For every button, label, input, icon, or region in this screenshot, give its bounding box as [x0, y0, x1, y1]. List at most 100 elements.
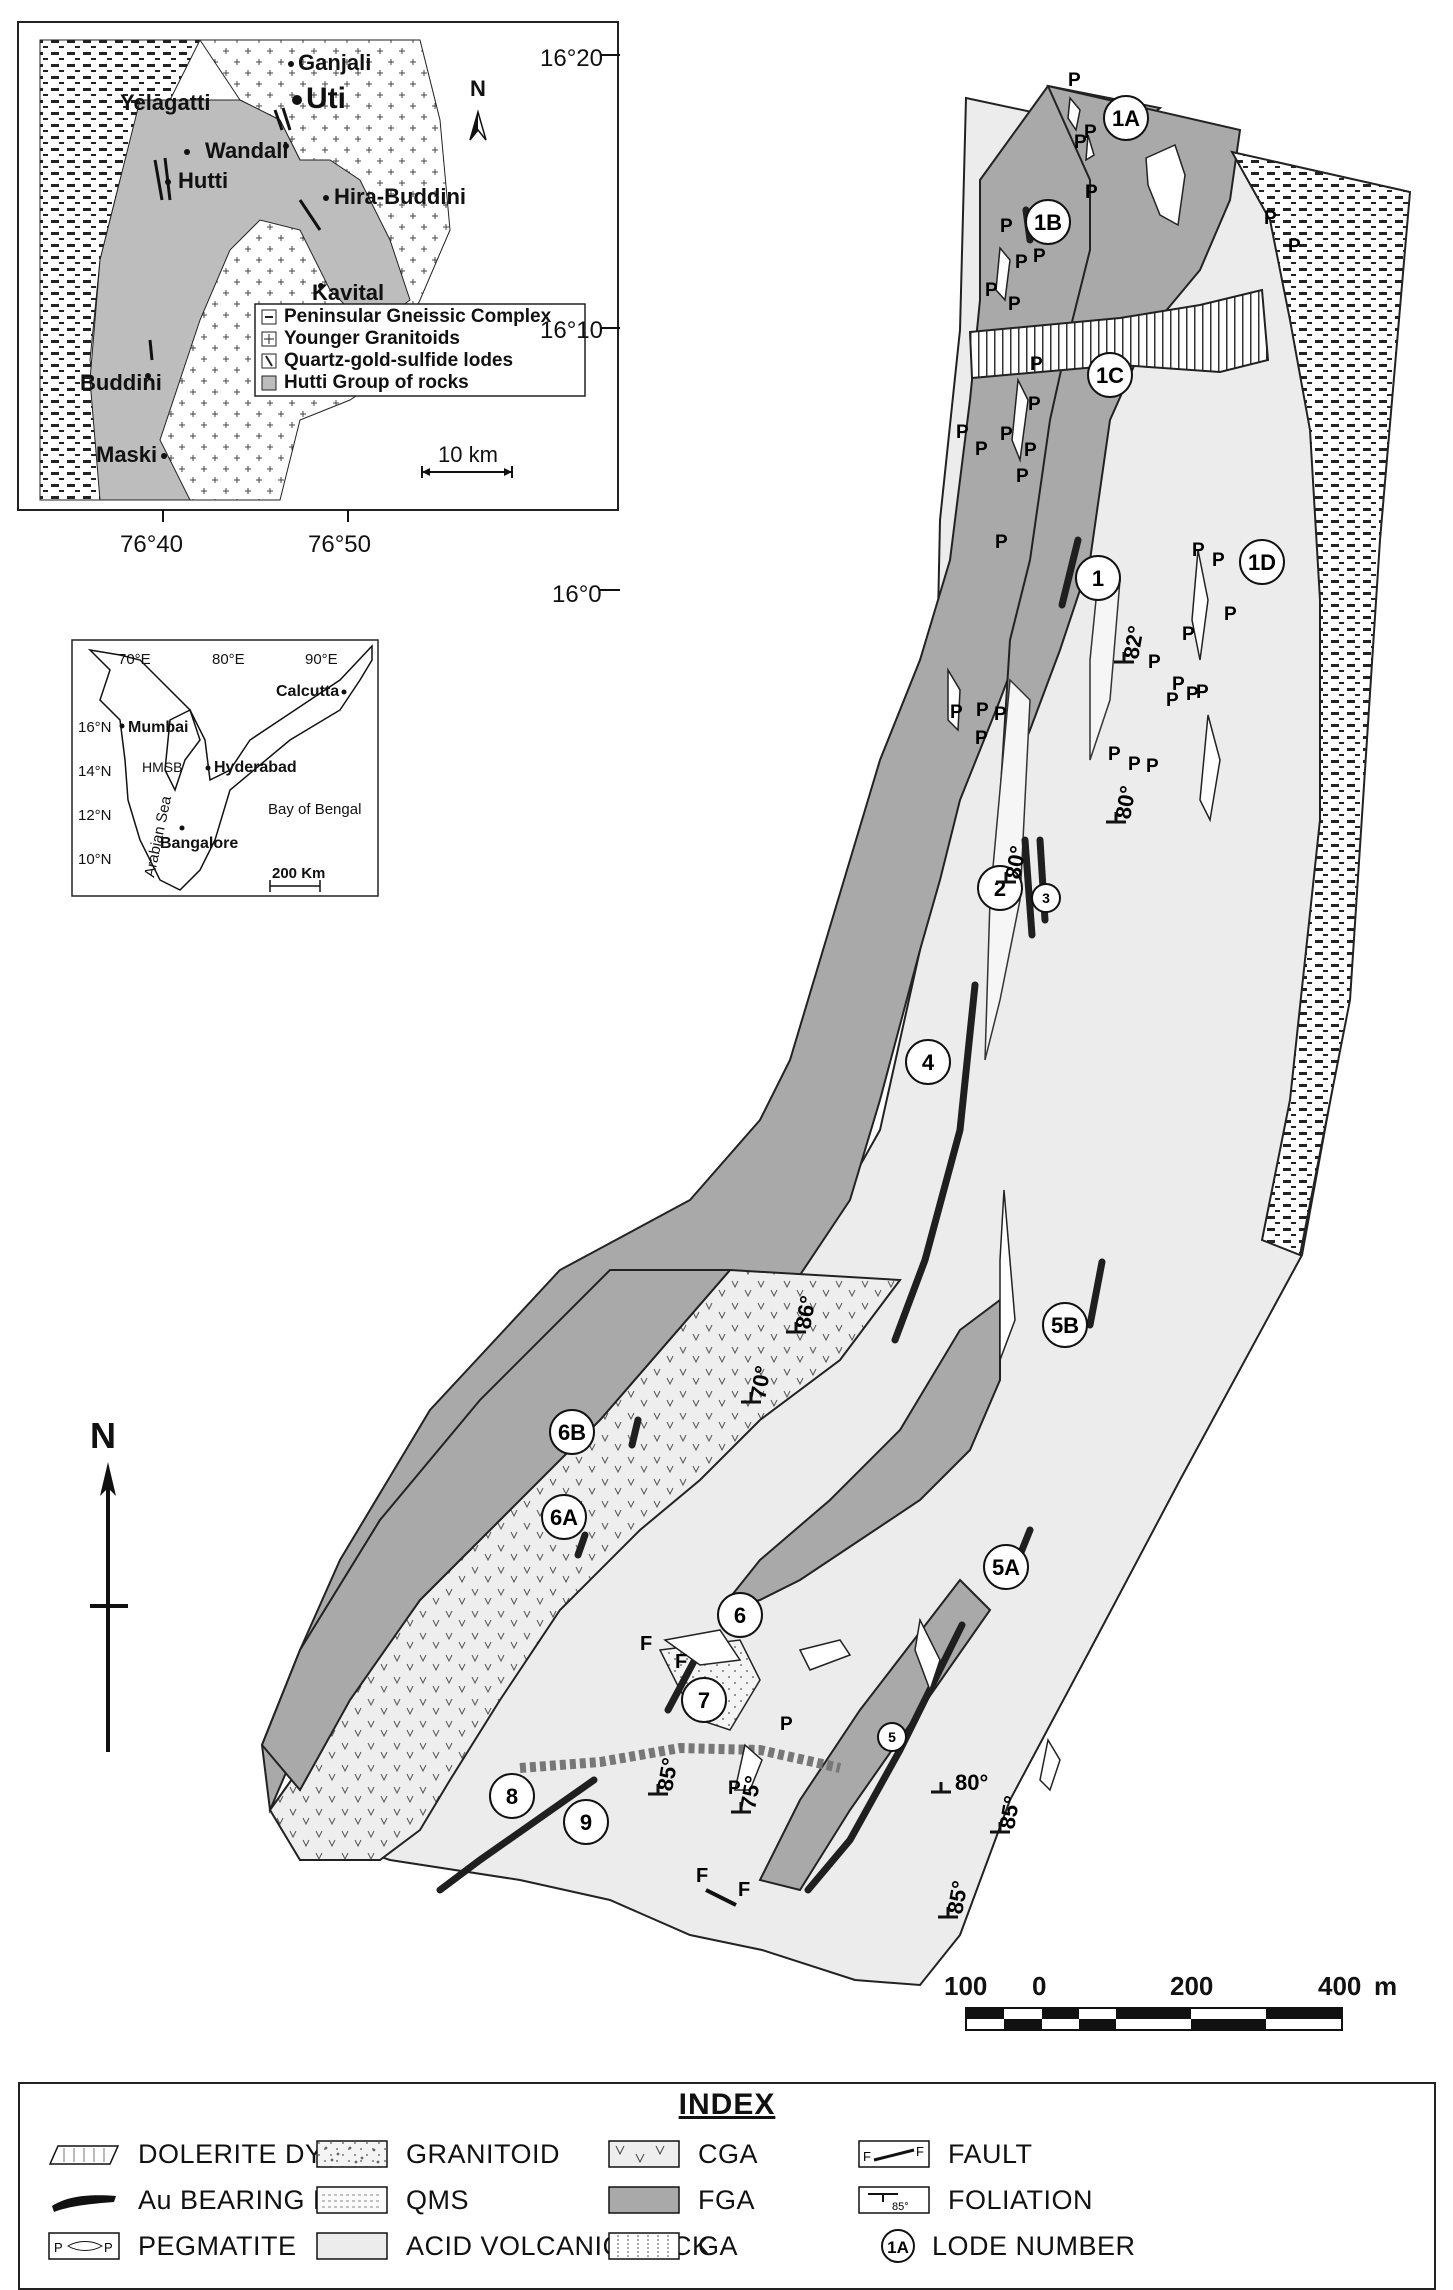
svg-text:F: F — [916, 2144, 924, 2159]
map-annotations: 82°80°80°86°70°85°75°80°85°85°PPPPPPPPPP… — [640, 70, 1301, 1919]
foliation-symbol — [1106, 812, 1126, 824]
legend-granitoid: GRANITOID — [316, 2134, 560, 2174]
pegmatite-marker: P — [1074, 132, 1087, 153]
svg-text:1C: 1C — [1096, 363, 1124, 388]
cga-icon — [608, 2140, 680, 2168]
lode-number-1A: 1A — [1103, 95, 1149, 141]
foliation-symbol — [741, 1392, 761, 1404]
foliation-symbol — [648, 1784, 668, 1796]
svg-text:Bangalore: Bangalore — [160, 835, 238, 852]
svg-text:1: 1 — [1092, 566, 1104, 591]
lode-number-5: 5 — [877, 1722, 907, 1752]
svg-text:7: 7 — [698, 1688, 710, 1713]
fga-icon — [608, 2186, 680, 2214]
place-maski: Maski — [96, 442, 157, 467]
foliation-symbol — [996, 872, 1016, 884]
lode-number-3: 3 — [1031, 883, 1061, 913]
svg-text:16°0: 16°0 — [552, 581, 602, 608]
lat-labels: 16°20 16°10 16°0 — [540, 45, 620, 608]
fault-marker: F — [696, 1865, 708, 1887]
au-lode-icon — [52, 2195, 116, 2212]
scale-bar-segment — [1042, 2008, 1079, 2019]
place-kavital: Kavital — [312, 280, 384, 305]
granitoid-icon — [316, 2140, 388, 2168]
pegmatite-marker: P — [1028, 394, 1041, 415]
svg-text:HMSB: HMSB — [142, 759, 182, 775]
lode-number-1: 1 — [1075, 555, 1121, 601]
svg-text:1D: 1D — [1248, 550, 1276, 575]
dolerite-dyke-crossing — [519, 1742, 842, 1773]
pegmatite-marker: P — [1085, 182, 1098, 203]
hmsb-region — [164, 708, 201, 792]
dolerite-dyke-band — [968, 288, 1270, 380]
svg-text:m: m — [1374, 1971, 1397, 2001]
pegmatite-marker: P — [1108, 744, 1121, 765]
svg-text:200: 200 — [1170, 1971, 1213, 2001]
main-map — [260, 84, 1412, 1987]
legend-lodes: Quartz-gold-sulfide lodes — [284, 350, 513, 371]
fault-line — [705, 1888, 737, 1907]
pegmatite-marker: P — [1015, 252, 1028, 273]
pegmatite-marker: P — [975, 728, 988, 749]
svg-text:16°N: 16°N — [78, 719, 112, 736]
fault-marker: F — [640, 1633, 652, 1655]
svg-text:0: 0 — [1032, 1971, 1046, 2001]
svg-text:1A: 1A — [887, 2238, 909, 2257]
svg-text:6: 6 — [734, 1603, 746, 1628]
svg-text:16°20: 16°20 — [540, 45, 603, 72]
lode-number-6: 6 — [717, 1592, 763, 1638]
acid-volcanic-unit — [268, 96, 1410, 1987]
inset-north-arrow: N — [469, 76, 487, 141]
main-scale-bar: 100 0 200 400 m — [944, 1971, 1397, 2031]
pegmatite-marker: P — [1186, 684, 1199, 705]
foliation-icon: 85° — [858, 2186, 930, 2214]
svg-text:80°E: 80°E — [212, 651, 245, 668]
svg-text:1B: 1B — [1034, 210, 1062, 235]
pegmatite-marker: P — [1084, 122, 1097, 143]
lode-number-6A: 6A — [541, 1494, 587, 1540]
svg-text:Mumbai: Mumbai — [128, 719, 188, 736]
svg-text:12°N: 12°N — [78, 807, 112, 824]
scale-bar-segment — [1116, 2008, 1191, 2019]
foliation-symbol — [731, 1802, 751, 1814]
svg-text:400: 400 — [1318, 1971, 1361, 2001]
place-hira-buddini: Hira-Buddini — [334, 184, 466, 209]
pegmatite-marker: P — [1212, 550, 1225, 571]
pegmatite-marker: P — [1224, 604, 1237, 625]
foliation-symbol — [1114, 652, 1134, 664]
pegmatite-marker: P — [1192, 540, 1205, 561]
pegmatite-marker: P — [728, 1778, 741, 1799]
pegmatite-marker: P — [950, 702, 963, 723]
scale-bar-segment — [1079, 2019, 1116, 2030]
svg-text:8: 8 — [506, 1784, 518, 1809]
pegmatite-marker: P — [976, 700, 989, 721]
pegmatite-marker: P — [1288, 236, 1301, 257]
qms-icon — [316, 2186, 388, 2214]
lode-number-1D: 1D — [1239, 539, 1285, 585]
fga-unit-central — [717, 1298, 1001, 1612]
svg-text:2: 2 — [994, 876, 1006, 901]
fga-unit-north — [999, 84, 1242, 801]
place-wandali: Wandali — [205, 138, 289, 163]
pegmatite-marker: P — [1030, 354, 1043, 375]
place-yelagatti: Yelagatti — [120, 90, 210, 115]
svg-text:14°N: 14°N — [78, 763, 112, 780]
scale-bar-segment — [1266, 2008, 1342, 2019]
lode-number-8: 8 — [489, 1773, 535, 1819]
pegmatite-marker: P — [1196, 682, 1209, 703]
legend-cga: CGA — [608, 2134, 758, 2174]
pegmatite-marker: P — [1182, 624, 1195, 645]
svg-text:1A: 1A — [1112, 106, 1140, 131]
ga-icon — [608, 2232, 680, 2260]
svg-text:P: P — [54, 2240, 63, 2255]
pegmatite-marker: P — [780, 1714, 793, 1735]
svg-text:9: 9 — [580, 1810, 592, 1835]
svg-text:3: 3 — [1042, 890, 1050, 906]
pegmatite-lenses — [663, 96, 1221, 1792]
pegmatite-marker: P — [1024, 440, 1037, 461]
pegmatite-marker: P — [1016, 466, 1029, 487]
scale-bar-segment — [966, 2008, 1004, 2019]
